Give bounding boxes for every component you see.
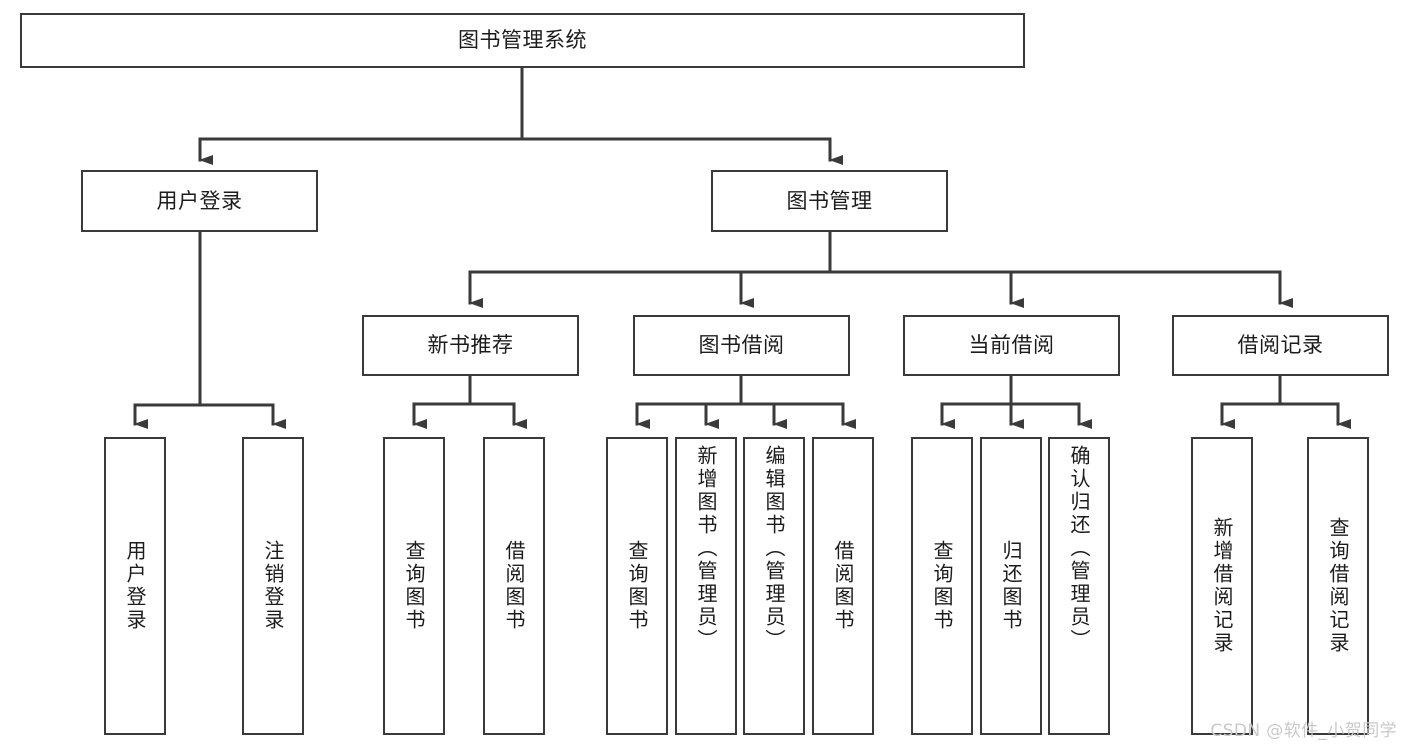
node-user-login[interactable]: 用户登录 [81,170,318,232]
leaf-return-book[interactable]: 归还图书 [980,437,1042,735]
node-label: 新增借阅记录 [1210,517,1234,655]
leaf-query-borrow-record[interactable]: 查询借阅记录 [1307,437,1369,735]
leaf-query-book-borrow[interactable]: 查询图书 [606,437,668,735]
leaf-query-book-recommend[interactable]: 查询图书 [383,437,445,735]
node-label: 图书借阅 [698,333,785,358]
node-new-book-recommend[interactable]: 新书推荐 [362,315,579,376]
node-label: 编辑图书（管理员） [762,445,786,652]
leaf-user-logout[interactable]: 注销登录 [242,437,304,735]
node-label: 新增图书（管理员） [694,445,718,652]
node-book-borrow[interactable]: 图书借阅 [633,315,850,376]
node-label: 借阅图书 [502,540,526,632]
leaf-confirm-return-admin[interactable]: 确认归还（管理员） [1048,437,1110,735]
node-label: 注销登录 [261,540,285,632]
node-label: 确认归还（管理员） [1067,445,1091,652]
node-label: 新书推荐 [427,333,514,358]
leaf-borrow-book-recommend[interactable]: 借阅图书 [483,437,545,735]
leaf-borrow-book-borrow[interactable]: 借阅图书 [812,437,874,735]
node-label: 查询图书 [402,540,426,632]
node-label: 图书管理 [786,188,873,213]
node-label: 查询图书 [625,540,649,632]
node-label: 查询借阅记录 [1326,517,1350,655]
node-label: 借阅记录 [1237,333,1324,358]
node-label: 图书管理系统 [458,28,587,53]
node-label: 当前借阅 [968,333,1055,358]
leaf-query-book-current[interactable]: 查询图书 [911,437,973,735]
node-label: 借阅图书 [831,540,855,632]
node-label: 用户登录 [156,188,243,213]
leaf-add-borrow-record[interactable]: 新增借阅记录 [1191,437,1253,735]
node-root-book-management-system[interactable]: 图书管理系统 [20,13,1025,68]
csdn-watermark: CSDN @软件_小贺同学 [1210,721,1397,741]
leaf-add-book-admin[interactable]: 新增图书（管理员） [675,437,737,735]
node-label: 查询图书 [930,540,954,632]
node-borrow-record[interactable]: 借阅记录 [1172,315,1389,376]
node-current-borrow[interactable]: 当前借阅 [903,315,1120,376]
node-book-management[interactable]: 图书管理 [711,170,948,232]
node-label: 用户登录 [123,540,147,632]
leaf-edit-book-admin[interactable]: 编辑图书（管理员） [743,437,805,735]
leaf-user-login[interactable]: 用户登录 [104,437,166,735]
node-label: 归还图书 [999,540,1023,632]
